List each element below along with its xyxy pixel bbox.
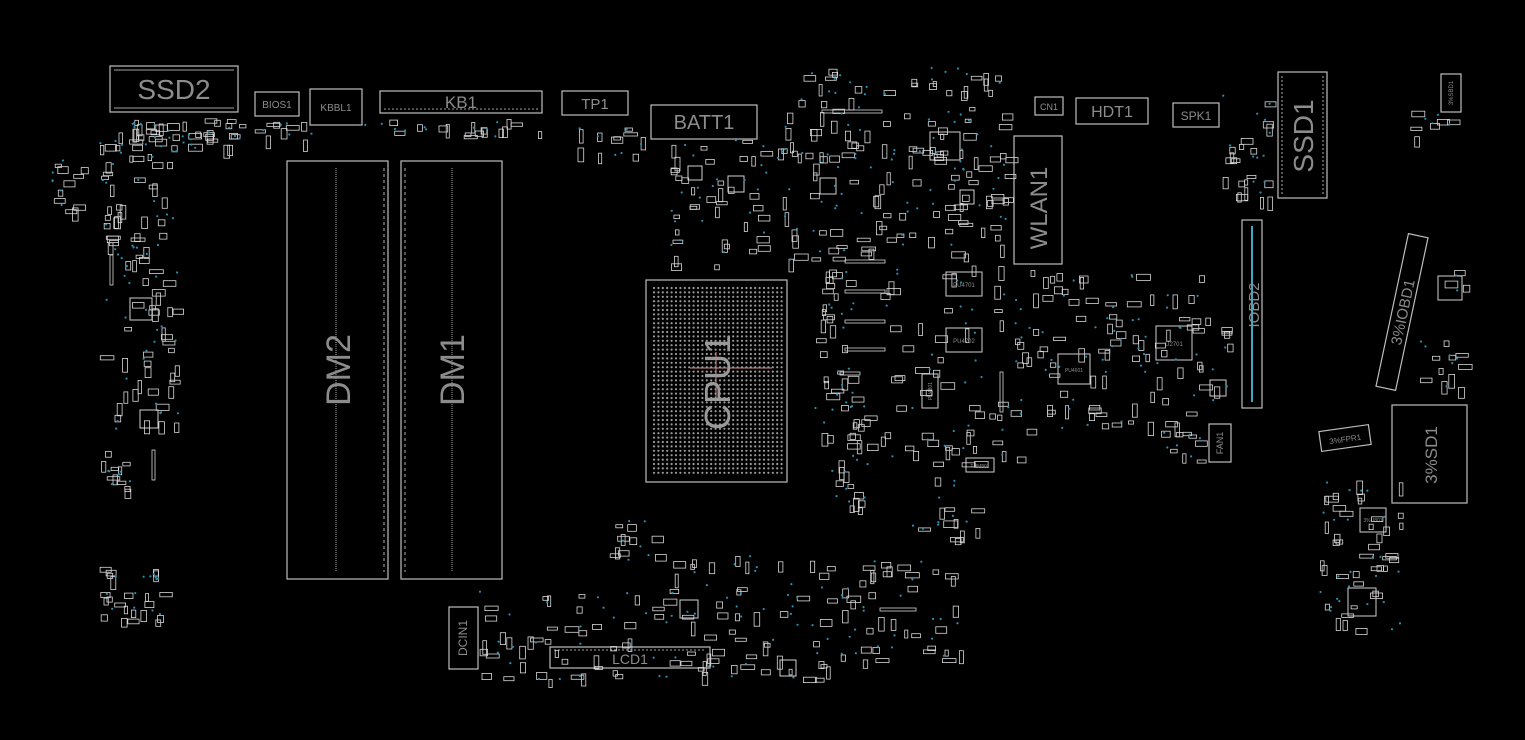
cn1-connector[interactable]: CN1: [1034, 96, 1064, 116]
pu4601-chip[interactable]: PU4601: [1057, 353, 1091, 385]
sd1-card-slot[interactable]: 3%SD1: [1391, 404, 1468, 504]
pu4701-chip[interactable]: PU4701: [945, 271, 983, 297]
cpu1-processor[interactable]: CPU1: [645, 279, 788, 483]
fan1-label: FAN1: [1215, 432, 1225, 455]
cpu-ball-grid: [652, 286, 783, 474]
batt1-label: BATT1: [674, 112, 735, 134]
ssd1-label: SSD1: [1288, 99, 1319, 172]
u801-label: 3%U801: [1363, 518, 1382, 524]
dcin1-connector[interactable]: DCIN1: [448, 606, 479, 670]
u2701-label: U2701: [1165, 342, 1183, 348]
bios1-chip[interactable]: BIOS1: [254, 91, 300, 117]
spk1-label: SPK1: [1181, 109, 1212, 123]
spk1-connector[interactable]: SPK1: [1172, 102, 1220, 128]
dm1-dimm-slot[interactable]: DM1: [400, 160, 503, 580]
wlan1-label: WLAN1: [1026, 167, 1053, 250]
iobd2-connector[interactable]: IOBD2: [1241, 219, 1263, 409]
tp1-label: TP1: [581, 96, 609, 113]
cn1-label: CN1: [1040, 102, 1058, 112]
kbbl1-label: KBBL1: [320, 103, 352, 114]
pu4601-label: PU4601: [1065, 368, 1083, 374]
fpr1-connector[interactable]: 3%FPR1: [1318, 423, 1372, 453]
hdt1-label: HDT1: [1091, 104, 1133, 121]
small-components: [53, 68, 1473, 689]
ssbd1-label: 3%SBD1: [1449, 80, 1455, 105]
bios1-label: BIOS1: [262, 100, 292, 111]
kbbl1-connector[interactable]: KBBL1: [309, 88, 363, 126]
dm2-dimm-slot[interactable]: DM2: [286, 160, 389, 580]
ssd2-label: SSD2: [137, 74, 210, 105]
pu4701-label: PU4701: [953, 283, 975, 289]
fpr1-label: 3%FPR1: [1329, 433, 1362, 446]
vias: [51, 66, 1459, 681]
dm2-label: DM2: [320, 334, 358, 406]
ssd2-connector[interactable]: SSD2: [109, 65, 239, 113]
pu4702-chip[interactable]: PU4702: [945, 327, 983, 353]
tp1-connector[interactable]: TP1: [561, 90, 629, 116]
wlan1-module[interactable]: WLAN1: [1013, 135, 1063, 265]
dm1-label: DM1: [434, 334, 472, 406]
kb1-label: KB1: [445, 93, 477, 112]
hdt1-connector[interactable]: HDT1: [1075, 97, 1149, 125]
lcd1-label: LCD1: [612, 651, 648, 667]
pu4702-label: PU4702: [953, 339, 975, 345]
kb1-connector[interactable]: KB1: [379, 90, 543, 114]
dcin1-label: DCIN1: [456, 620, 470, 656]
sd1-label: 3%SD1: [1422, 426, 1441, 484]
batt1-connector[interactable]: BATT1: [650, 104, 758, 140]
u801-chip[interactable]: 3%U801: [1359, 507, 1387, 533]
ssd1-connector[interactable]: SSD1: [1277, 71, 1328, 199]
cpu1-label: CPU1: [697, 334, 738, 430]
iobd2-label: IOBD2: [1246, 282, 1263, 327]
ssbd1-connector[interactable]: 3%SBD1: [1440, 73, 1462, 113]
fan1-connector[interactable]: FAN1: [1208, 423, 1232, 463]
